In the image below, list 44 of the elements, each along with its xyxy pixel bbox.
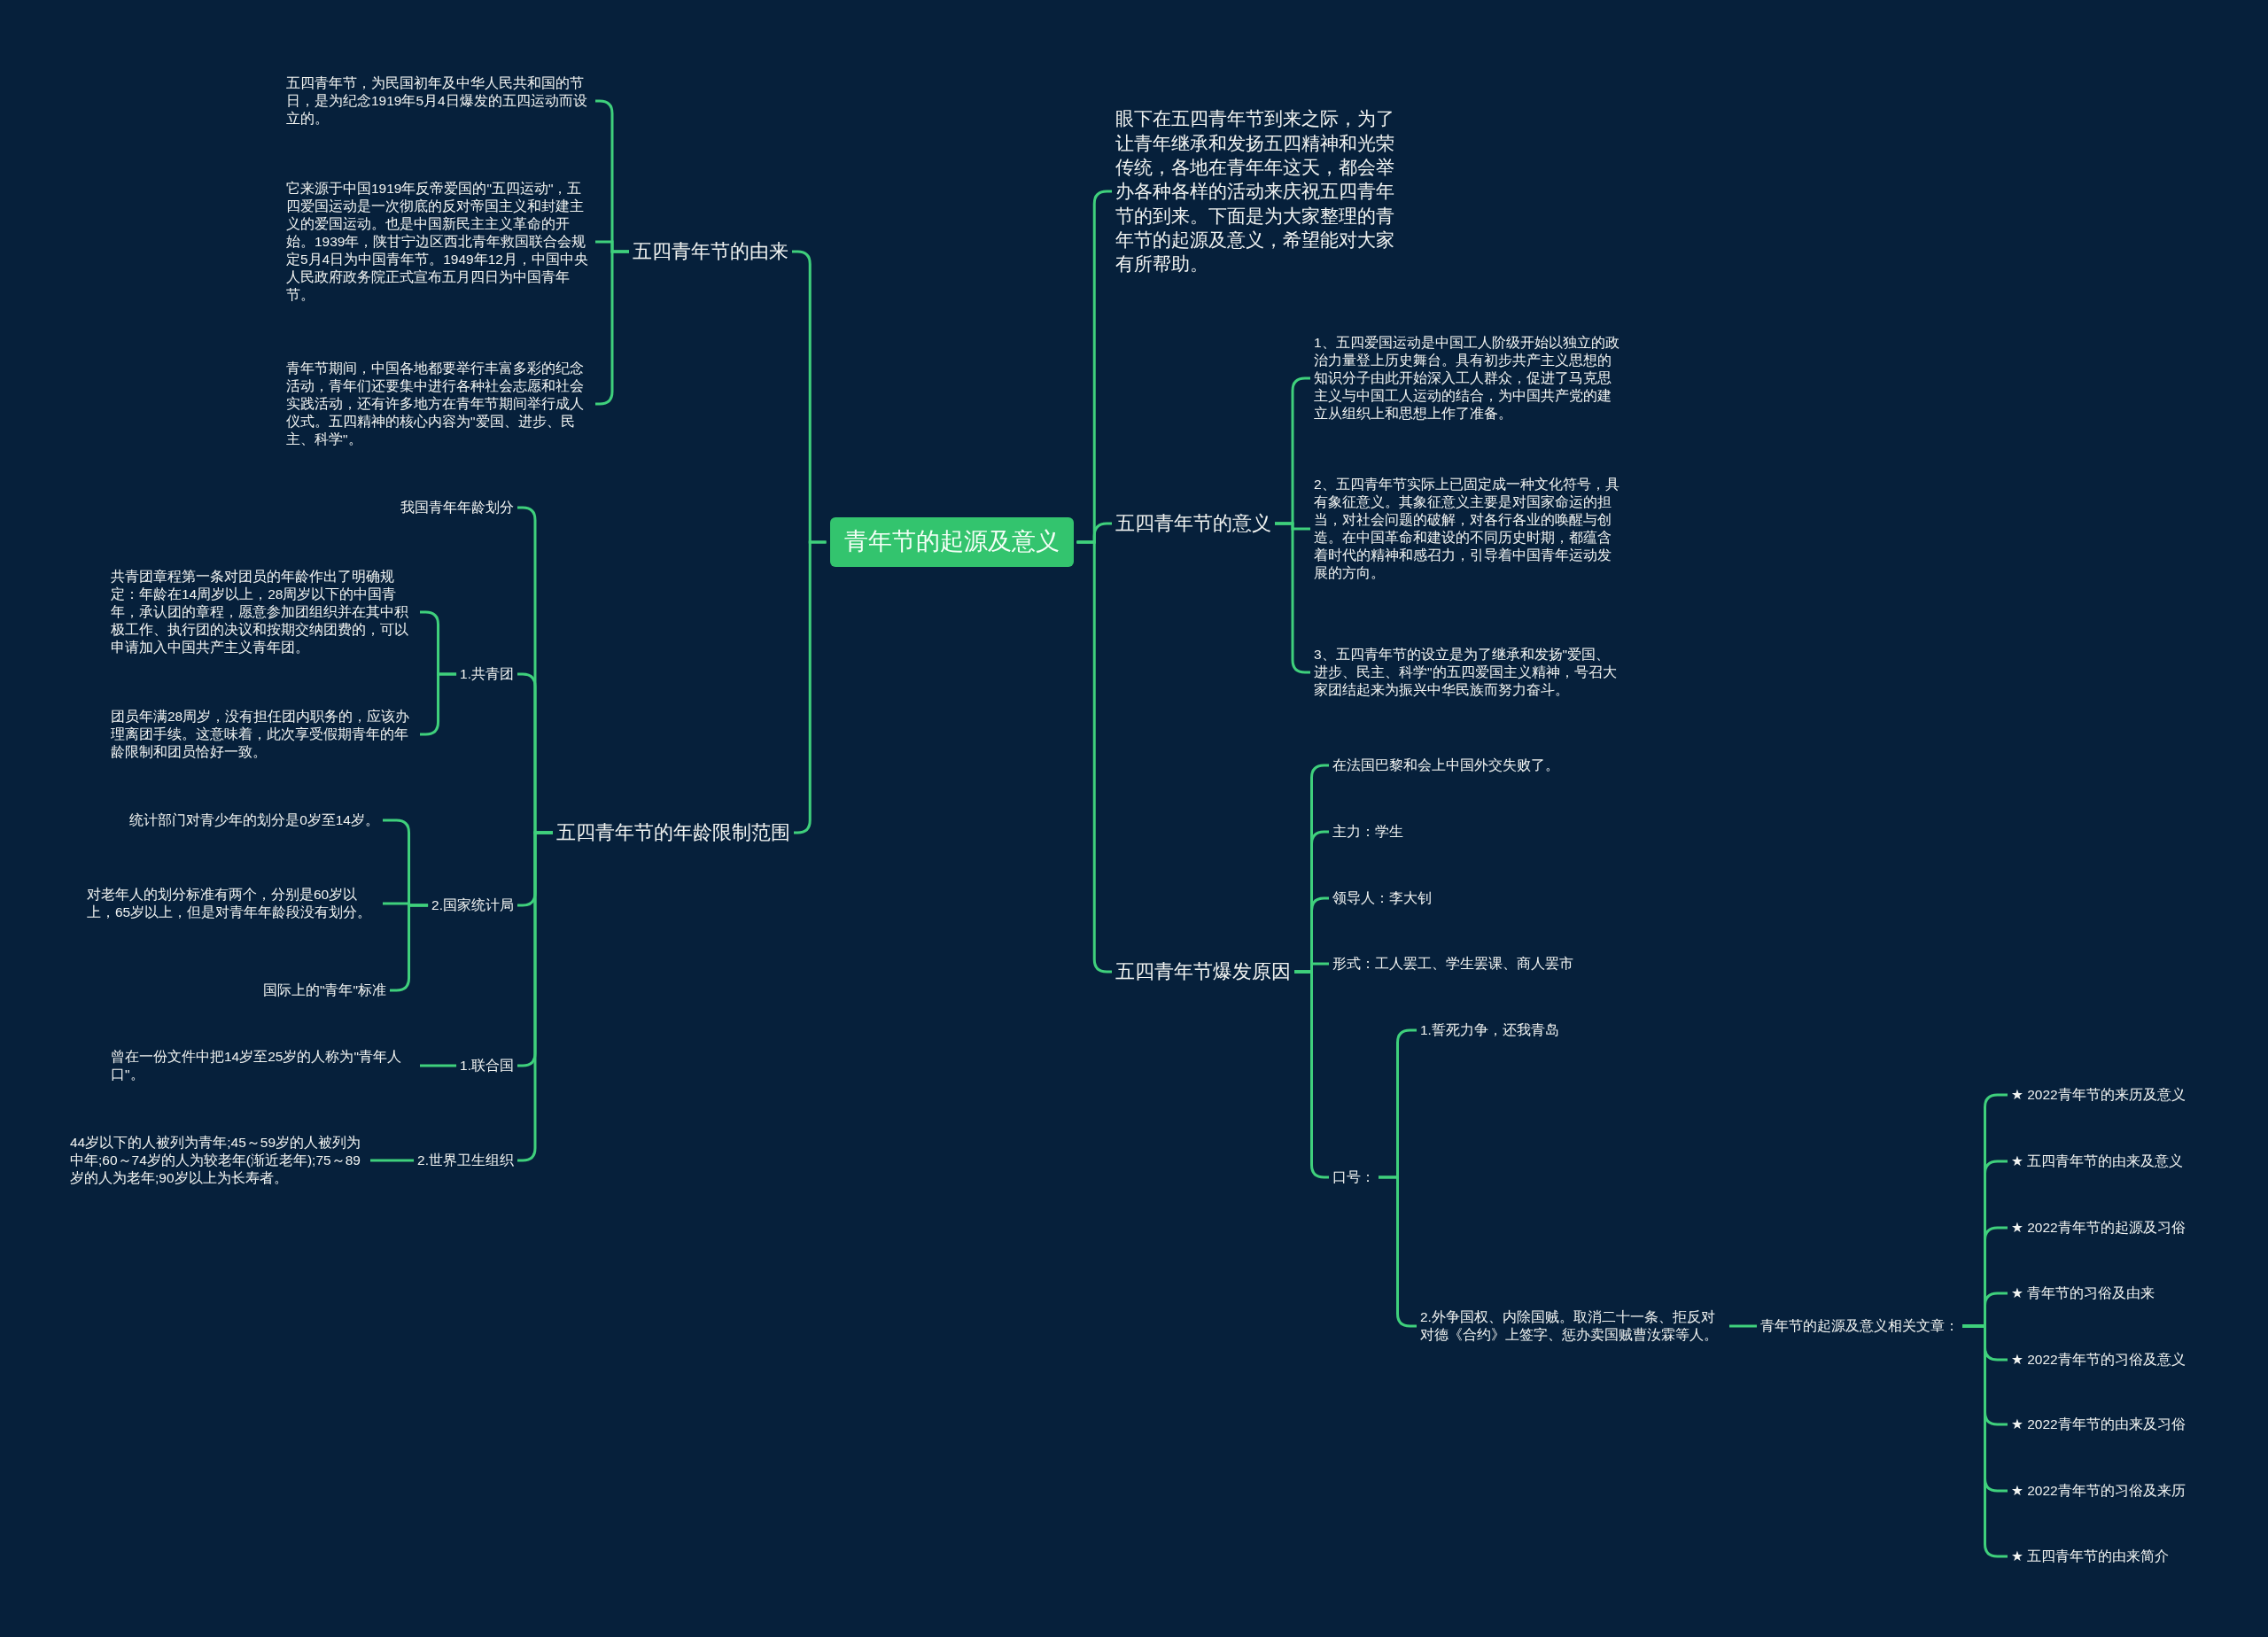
- subtopic-text: 在法国巴黎和会上中国外交失败了。: [1332, 756, 1559, 775]
- connector-line: [1294, 970, 1329, 1179]
- connector-line: [370, 1159, 415, 1162]
- branch-topic-text: 五四青年节的年龄限制范围: [556, 819, 790, 846]
- note-text: 曾在一份文件中把14岁至25岁的人称为"青年人口"。: [111, 1047, 416, 1084]
- note-text: 共青团章程第一条对团员的年龄作出了明确规定：年龄在14周岁以上，28周岁以下的中国青年，承认团的章程，愿意参加团组织并在其中积极工作、执行团的决议和按期交纳团费的，可以申请加入中国共产主义青年团。: [111, 567, 416, 657]
- note-text: 国际上的"青年"标准: [263, 981, 386, 1000]
- subtopic-text: ★ 2022青年节的来历及意义: [2011, 1085, 2186, 1105]
- note-text: 2、五四青年节实际上已固定成一种文化符号，具有象征意义。其象征意义主要是对国家命运的担当，对社会问题的破解，对各行各业的唤醒与创造。在中国革命和建设的不同历史时期，都蕴含着时代的精神和感召力，引导着中国青年运动发展的方向。: [1314, 475, 1619, 583]
- note-text: 44岁以下的人被列为青年;45～59岁的人被列为中年;60～74岁的人为较老年(渐近老年);75～89岁的人为老年;90岁以上为长寿者。: [70, 1133, 367, 1188]
- subtopic-text: 2.国家统计局: [431, 896, 514, 915]
- subtopic-text: ★ 2022青年节的习俗及意义: [2011, 1350, 2186, 1369]
- note-text: 对老年人的划分标准有两个，分别是60岁以上，65岁以上，但是对青年年龄段没有划分。: [87, 885, 379, 922]
- note-text: 它来源于中国1919年反帝爱国的"五四运动"，五四爱国运动是一次彻底的反对帝国主义和封建主义的爱国运动。也是中国新民主主义革命的开始。1939年，陕甘宁边区西北青年救国联合会规定5月4日为中国青年节。1949年12月，中国中央人民政府政务院正式宣布五月四日为中国青年节。: [286, 179, 592, 305]
- subtopic-text: 我国青年年龄划分: [400, 498, 514, 517]
- connector-line: [1729, 1324, 1757, 1328]
- subtopic-text: 口号：: [1332, 1168, 1375, 1187]
- connector-line: [420, 1064, 457, 1067]
- subtopic-text: 领导人：李大钊: [1332, 888, 1432, 908]
- note-text: 五四青年节，为民国初年及中华人民共和国的节日，是为纪念1919年5月4日爆发的五四运动而设立的。: [286, 74, 592, 128]
- note-text: 1、五四爱国运动是中国工人阶级开始以独立的政治力量登上历史舞台。具有初步共产主义思想的知识分子由此开始深入工人群众，促进了马克思主义与中国工人运动的结合，为中国共产党的建立从组织上和思想上作了准备。: [1314, 333, 1619, 423]
- subtopic-text: ★ 五四青年节的由来及意义: [2011, 1152, 2184, 1171]
- subtopic-text: ★ 2022青年节的由来及习俗: [2011, 1415, 2186, 1434]
- intro-paragraph: 眼下在五四青年节到来之际，为了让青年继承和发扬五四精神和光荣传统，各地在青年年这天，都会举办各种各样的活动来庆祝五四青年节的到来。下面是为大家整理的青年节的起源及意义，希望能对大家有所帮助。: [1115, 106, 1412, 276]
- note-text: 1.誓死力争，还我青岛: [1420, 1020, 1559, 1040]
- note-text: 3、五四青年节的设立是为了继承和发扬"爱国、进步、民主、科学"的五四爱国主义精神，号召大家团结起来为振兴中华民族而努力奋斗。: [1314, 645, 1619, 700]
- subtopic-text: ★ 2022青年节的起源及习俗: [2011, 1218, 2186, 1237]
- note-text: 统计部门对青少年的划分是0岁至14岁。: [129, 811, 379, 830]
- subtopic-text: 形式：工人罢工、学生罢课、商人罢市: [1332, 954, 1573, 974]
- note-text: 青年节期间，中国各地都要举行丰富多彩的纪念活动，青年们还要集中进行各种社会志愿和社会实践活动，还有许多地方在青年节期间举行成人仪式。五四精神的核心内容为"爱国、进步、民主、科学"。: [286, 359, 592, 449]
- note-text: 2.外争国权、内除国贼。取消二十一条、拒反对对德《合约》上签字、惩办卖国贼曹汝霖等人。: [1420, 1307, 1726, 1345]
- subtopic-text: 主力：学生: [1332, 822, 1403, 842]
- note-text: 团员年满28周岁，没有担任团内职务的，应该办理离团手续。这意味着，此次享受假期青年的年龄限制和团员恰好一致。: [111, 707, 416, 762]
- central-topic-box: 青年节的起源及意义: [829, 517, 1074, 567]
- subtopic-text: ★ 青年节的习俗及由来: [2011, 1284, 2155, 1303]
- subtopic-text: 青年节的起源及意义相关文章：: [1760, 1316, 1959, 1336]
- branch-topic-text: 五四青年节的由来: [633, 238, 788, 265]
- subtopic-text: ★ 2022青年节的习俗及来历: [2011, 1481, 2186, 1501]
- branch-topic-text: 五四青年节的意义: [1115, 510, 1271, 537]
- subtopic-text: 2.世界卫生组织: [417, 1151, 514, 1170]
- branch-topic-text: 五四青年节爆发原因: [1115, 958, 1291, 985]
- subtopic-text: 1.联合国: [460, 1056, 514, 1075]
- subtopic-text: 1.共青团: [460, 664, 514, 684]
- subtopic-text: ★ 五四青年节的由来简介: [2011, 1547, 2170, 1566]
